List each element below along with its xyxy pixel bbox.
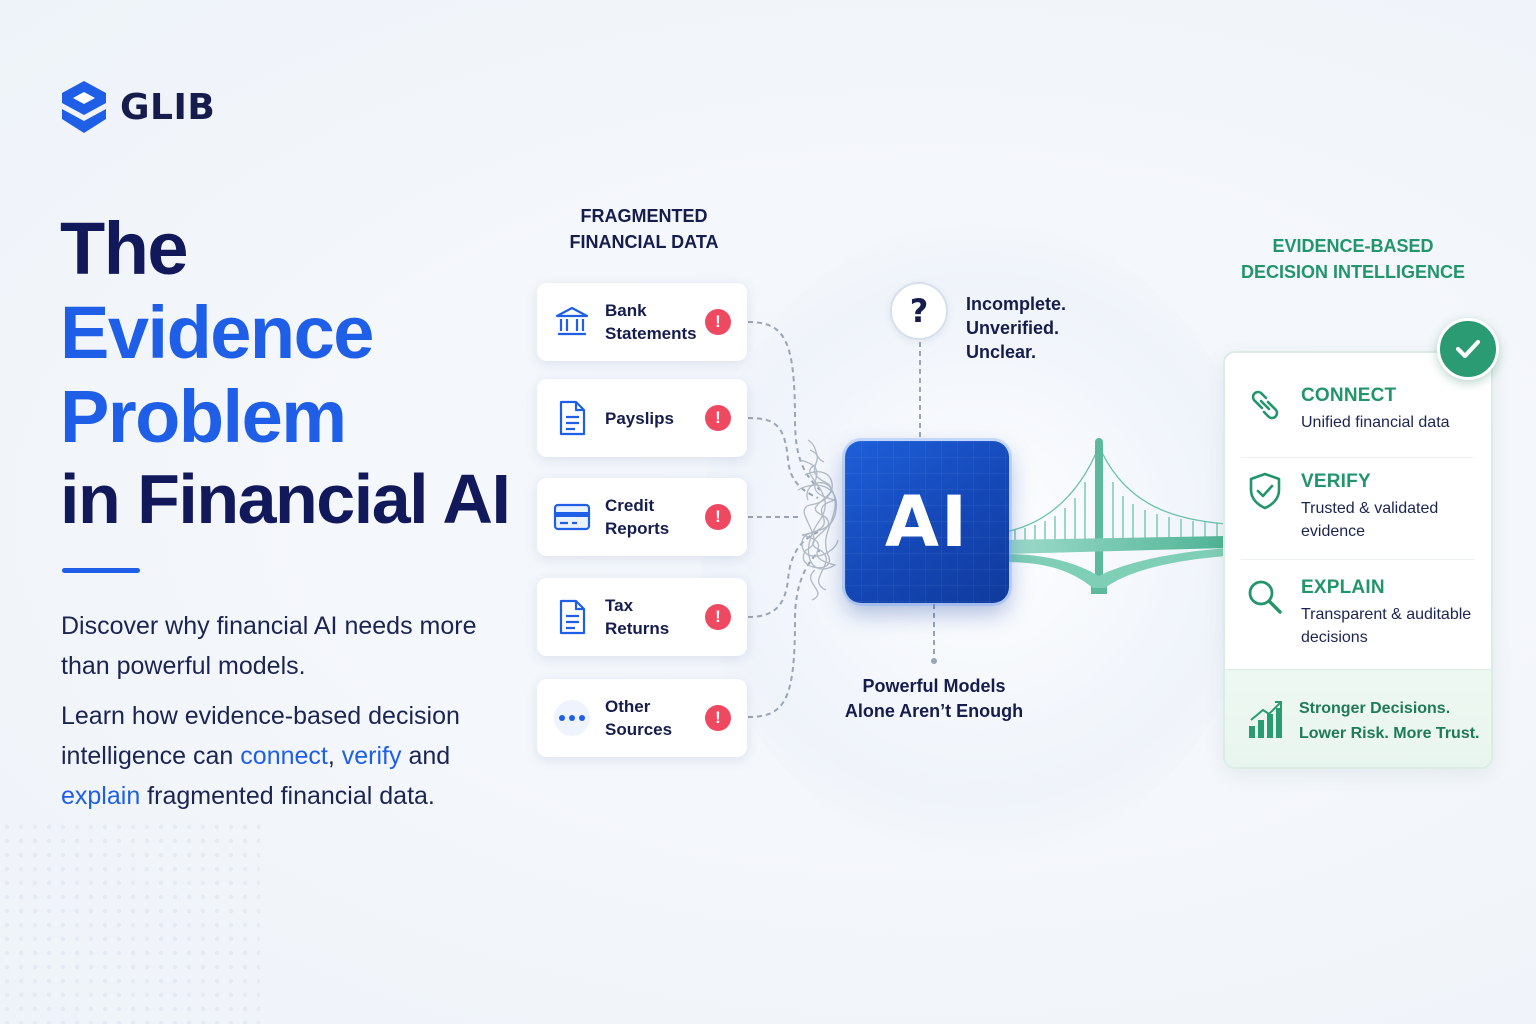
shield-check-icon <box>1249 472 1281 510</box>
heading-line: EVIDENCE-BASED <box>1272 236 1434 256</box>
growth-chart-icon <box>1249 701 1282 738</box>
decorative-dot-grid <box>0 820 260 1024</box>
feature-name: VERIFY <box>1301 471 1371 492</box>
label-line: Other <box>605 697 651 716</box>
page-title: The Evidence Problem in Financial AI <box>60 207 511 548</box>
check-icon <box>1437 318 1499 380</box>
label-line: Statements <box>605 324 697 343</box>
label-line: Reports <box>605 519 670 538</box>
feature-connect: CONNECT Unified financial data <box>1245 385 1485 445</box>
feature-description: Unified financial data <box>1301 414 1450 431</box>
bridge-illustration <box>1005 438 1227 594</box>
brand-logo: GLIB <box>60 80 215 134</box>
glib-logo-icon <box>62 81 106 133</box>
evidence-heading: EVIDENCE-BASED DECISION INTELLIGENCE <box>1228 233 1478 285</box>
label-line: Tax <box>605 596 634 615</box>
footer-line: Stronger Decisions. <box>1299 700 1451 717</box>
highlight-verify: verify <box>341 742 402 770</box>
question-icon: ? <box>890 282 948 340</box>
heading-line: DECISION INTELLIGENCE <box>1240 262 1465 282</box>
description-text: and <box>401 742 451 770</box>
title-line-4: in Financial AI <box>60 460 511 538</box>
uncertainty-line: Unverified. <box>966 318 1060 338</box>
alert-icon: ! <box>705 309 731 335</box>
alert-icon: ! <box>705 604 731 630</box>
more-icon <box>553 699 591 737</box>
description-text: Learn how evidence-based decision intell… <box>61 702 460 770</box>
credit-card-icon <box>553 498 591 536</box>
divider <box>1241 457 1475 458</box>
source-label: Payslips <box>605 407 705 430</box>
feature-description: Transparent & auditable decisions <box>1301 606 1472 646</box>
fragmented-data-heading: FRAGMENTED FINANCIAL DATA <box>536 203 752 255</box>
alert-icon: ! <box>705 705 731 731</box>
description-paragraph-1: Discover why financial AI needs more tha… <box>61 612 477 680</box>
document-icon <box>553 399 591 437</box>
uncertainty-line: Incomplete. <box>966 294 1067 314</box>
title-underline <box>62 568 140 573</box>
ai-chip: AI <box>845 441 1009 603</box>
document-icon <box>553 598 591 636</box>
caption-line: Powerful Models <box>862 676 1006 696</box>
feature-name: EXPLAIN <box>1301 577 1385 598</box>
highlight-explain: explain <box>61 782 141 810</box>
label-line: Sources <box>605 720 673 739</box>
feature-name: CONNECT <box>1301 385 1397 406</box>
caption-line: Alone Aren’t Enough <box>844 701 1024 721</box>
alert-icon: ! <box>705 504 731 530</box>
divider <box>1241 559 1475 560</box>
description-text: , <box>327 742 335 770</box>
heading-line: FRAGMENTED <box>580 206 708 226</box>
ai-chip-label: AI <box>884 481 970 563</box>
link-icon <box>1251 390 1279 420</box>
brand-name: GLIB <box>120 86 216 128</box>
feature-explain: EXPLAIN Transparent & auditable decision… <box>1245 577 1485 653</box>
alert-icon: ! <box>705 405 731 431</box>
highlight-connect: connect <box>240 742 328 770</box>
label-line: Returns <box>605 619 670 638</box>
bank-icon <box>553 303 591 341</box>
feature-verify: VERIFY Trusted & validated evidence <box>1245 471 1485 547</box>
feature-description: Trusted & validated evidence <box>1301 500 1439 540</box>
label-line: Credit <box>605 496 655 515</box>
tangled-connectors <box>747 321 839 718</box>
description-text: fragmented financial data. <box>140 782 435 810</box>
source-card-payslips: Payslips ! <box>537 379 747 457</box>
heading-line: FINANCIAL DATA <box>569 232 719 252</box>
label-line: Bank <box>605 301 647 320</box>
title-line-2: Evidence <box>60 291 374 374</box>
magnifier-icon <box>1248 580 1282 614</box>
title-line-1: The <box>60 207 189 290</box>
ai-connector-lines <box>919 342 937 664</box>
description: Discover why financial AI needs more tha… <box>61 606 481 826</box>
footer-text: Stronger Decisions. Lower Risk. More Tru… <box>1299 696 1479 746</box>
panel-footer: Stronger Decisions. Lower Risk. More Tru… <box>1225 669 1491 767</box>
footer-line: Lower Risk. More Trust. <box>1299 725 1480 742</box>
description-paragraph-2: Learn how evidence-based decision intell… <box>61 696 481 816</box>
evidence-panel: CONNECT Unified financial data VERIFY Tr… <box>1223 351 1493 769</box>
title-line-3: Problem <box>60 375 347 458</box>
uncertainty-text: Incomplete. Unverified. Unclear. <box>966 292 1066 364</box>
uncertainty-line: Unclear. <box>966 342 1037 362</box>
label-line: Payslips <box>605 408 674 428</box>
models-caption: Powerful Models Alone Aren’t Enough <box>834 674 1034 724</box>
